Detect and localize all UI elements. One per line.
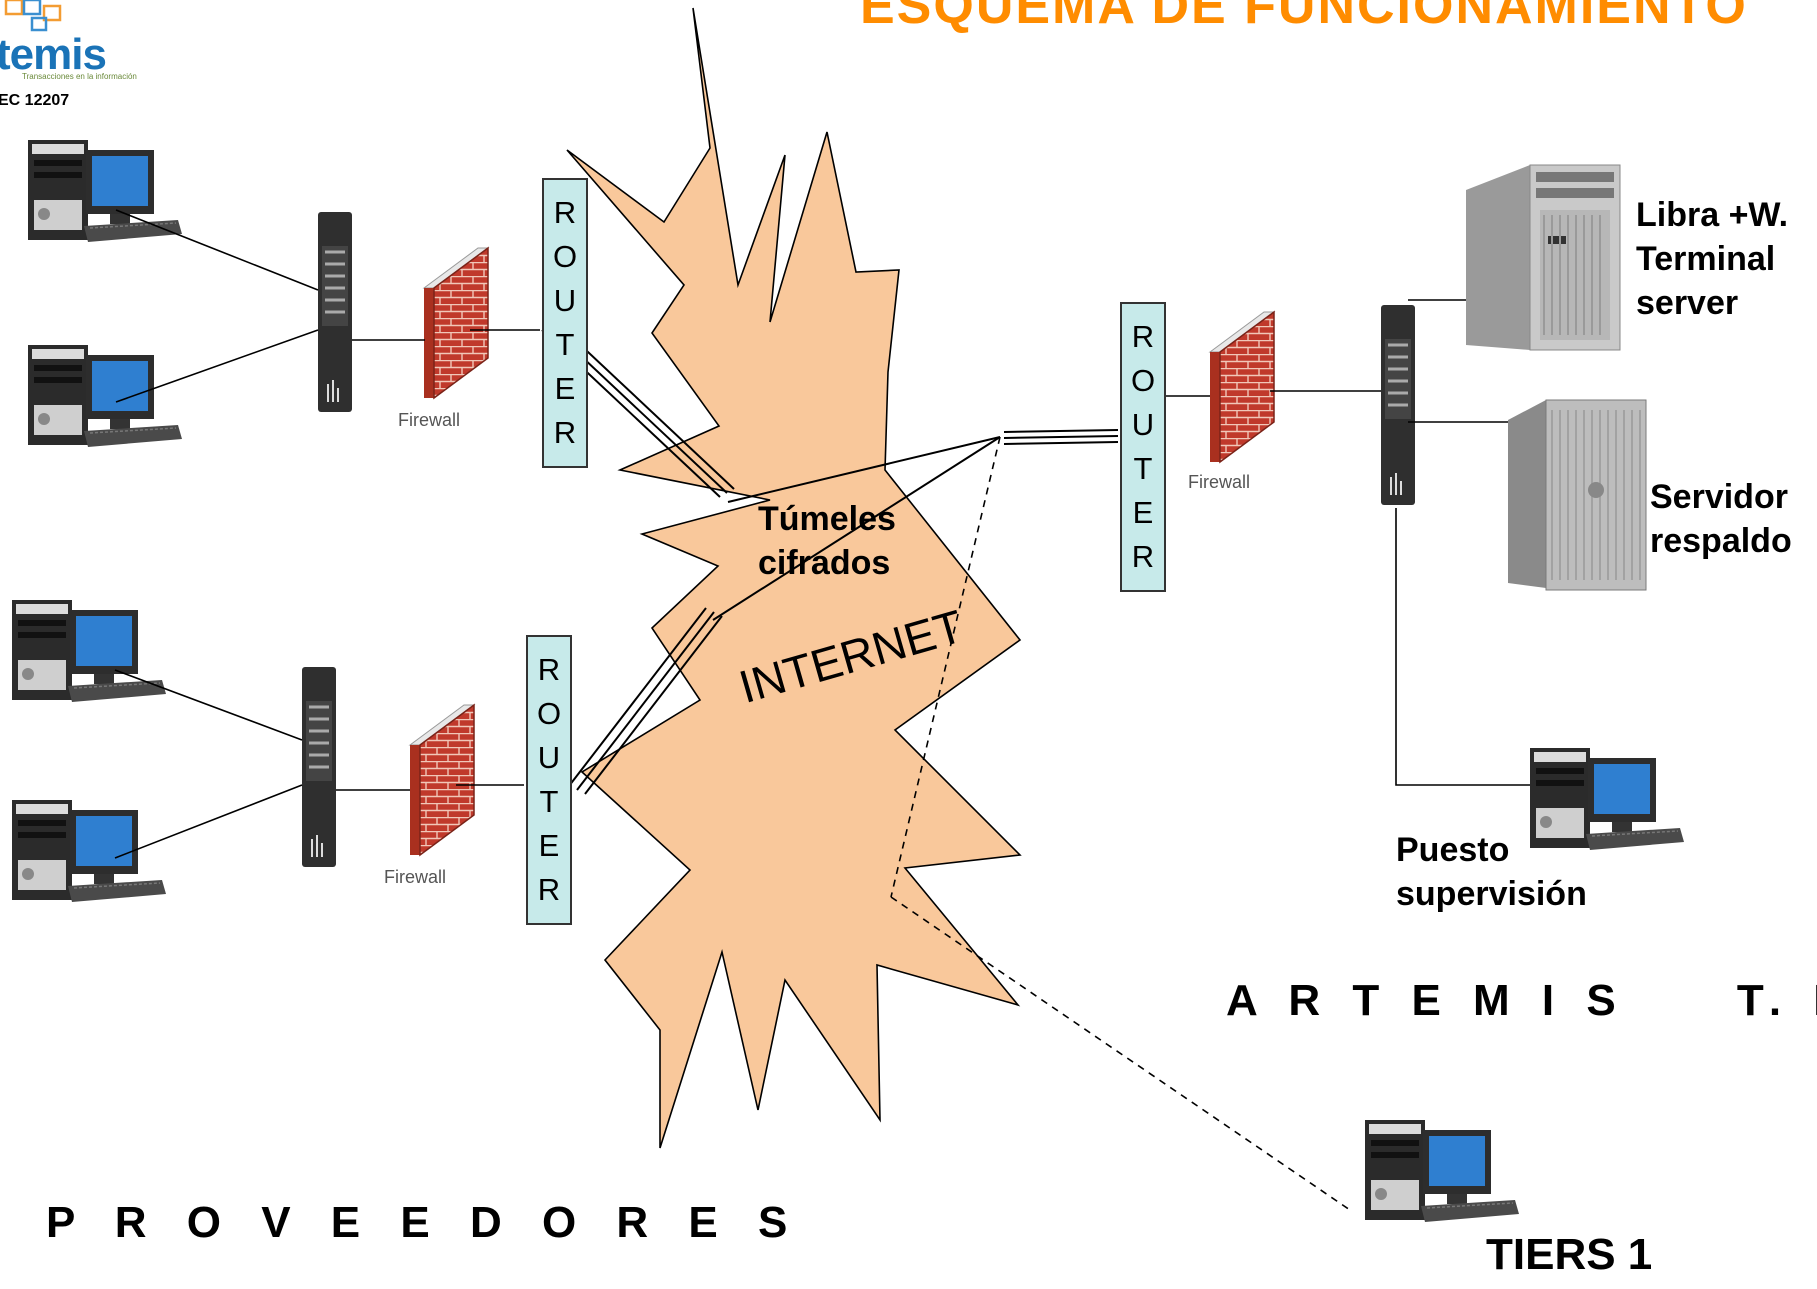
tiers-label: TIERS 1 [1486, 1230, 1653, 1279]
router-letter: T [539, 784, 559, 819]
artemis-logo-icon [4, 0, 62, 32]
firewall-label-bottom-left: Firewall [384, 867, 447, 887]
terminal-server-label-line: Libra +W. [1636, 196, 1789, 234]
provider-pc-2 [27, 344, 183, 448]
logo-tagline: Transacciones en la información [22, 72, 137, 81]
router-letter: E [538, 828, 560, 863]
tunnel-lines [541, 321, 1351, 1211]
router-letter: R [537, 652, 561, 687]
supervision-label: Puesto supervisión [1396, 828, 1587, 916]
backup-server-label-line: Servidor [1650, 478, 1788, 516]
router-letter: T [1133, 451, 1153, 486]
terminal-server-label-line: server [1636, 284, 1739, 322]
provider-switch-1 [316, 210, 354, 414]
artemis-switch [1379, 303, 1417, 507]
backup-server-label-line: respaldo [1650, 522, 1792, 560]
tunnels-label-line: cifrados [758, 544, 891, 582]
router-letter: E [1132, 495, 1154, 530]
firewall-label-right: Firewall [1188, 472, 1251, 492]
provider-pc-3 [11, 599, 167, 703]
supervision-label-line: Puesto [1396, 831, 1510, 869]
router-right: R O U T E R [1120, 302, 1166, 592]
router-letter: R [553, 415, 577, 450]
certification-label: EC 12207 [0, 92, 70, 109]
terminal-server-label-line: Terminal [1636, 240, 1776, 278]
router-letter: U [537, 740, 561, 775]
artemis-label: A R T E M I S T. I. [1226, 976, 1817, 1025]
internet-cloud [566, 7, 1022, 1149]
supervision-label-line: supervisión [1396, 875, 1587, 913]
router-letter: R [537, 872, 561, 907]
artemis-firewall [1209, 311, 1275, 463]
backup-server-label: Servidor respaldo [1650, 475, 1792, 563]
provider-firewall-2 [409, 704, 475, 856]
router-letter: R [1131, 319, 1155, 354]
providers-label: P R O V E E D O R E S [46, 1198, 802, 1247]
router-letter: O [1130, 363, 1156, 398]
firewall-label-top-left: Firewall [398, 410, 461, 430]
router-letter: O [536, 696, 562, 731]
router-letter: R [1131, 539, 1155, 574]
tiers-pc [1364, 1119, 1520, 1223]
router-letter: E [554, 371, 576, 406]
logo-text: temis [0, 30, 107, 79]
router-bottom-left: R O U T E R [526, 635, 572, 925]
router-letter: U [553, 283, 577, 318]
page-title: ESQUEMA DE FUNCIONAMIENTO [860, 0, 1748, 35]
tunnels-label-line: Túmeles [758, 500, 896, 538]
router-letter: R [553, 195, 577, 230]
tunnels-label: Túmeles cifrados [758, 497, 896, 585]
router-letter: U [1131, 407, 1155, 442]
provider-pc-4 [11, 799, 167, 903]
router-letter: O [552, 239, 578, 274]
provider-firewall-1 [423, 247, 489, 399]
router-top-left: R O U T E R [542, 178, 588, 468]
terminal-server-label: Libra +W. Terminal server [1636, 193, 1788, 325]
backup-server-icon [1508, 399, 1647, 591]
provider-switch-2 [300, 665, 338, 869]
terminal-server-icon [1466, 164, 1621, 351]
router-letter: T [555, 327, 575, 362]
